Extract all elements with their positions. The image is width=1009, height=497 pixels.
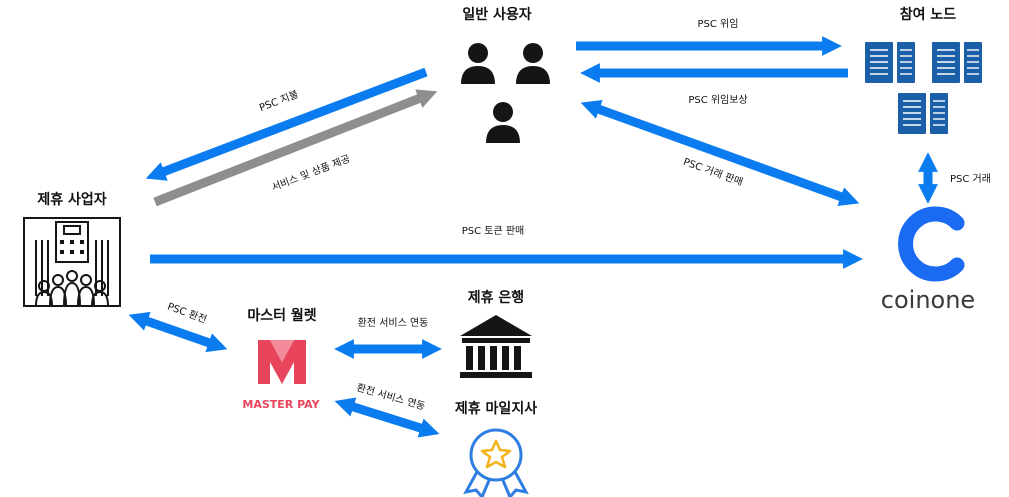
label-psc-delegation-reward: PSC 위임보상: [688, 93, 747, 106]
award-badge-icon: [463, 428, 529, 497]
title-partner-mileage: 제휴 마일지사: [455, 401, 537, 417]
arrow-exchange-mileage: [334, 397, 440, 438]
label-psc-payment: PSC 지불: [258, 88, 301, 114]
master-pay-logo-text: MASTER PAY: [242, 398, 320, 411]
server-rack-slots: [870, 49, 979, 126]
users-group-icon: [461, 43, 550, 143]
label-psc-exchange: PSC 환전: [166, 301, 209, 326]
title-partner-business: 제휴 사업자: [37, 192, 106, 208]
arrow-psc-payment: [145, 67, 428, 181]
label-psc-delegation: PSC 위임: [698, 17, 739, 30]
label-psc-token-sale: PSC 토큰 판매: [462, 225, 525, 237]
arrow-psc-trade-sale: [580, 100, 860, 206]
bank-icon: [460, 315, 532, 378]
title-partner-bank: 제휴 은행: [468, 290, 524, 306]
arrow-psc-exchange: [128, 311, 228, 353]
office-building-windows: [60, 240, 84, 254]
label-exchange-bank: 환전 서비스 연동: [358, 317, 429, 329]
title-participating-nodes: 참여 노드: [900, 6, 957, 23]
label-service-goods: 서비스 및 상품 제공: [270, 153, 352, 194]
coinone-logo-text: coinone: [881, 286, 975, 314]
title-general-users: 일반 사용자: [462, 6, 531, 23]
arrow-service-goods: [153, 89, 438, 207]
title-master-wallet: 마스터 월렛: [247, 307, 316, 324]
label-psc-trade: PSC 거래: [950, 173, 991, 185]
coinone-logo: coinone: [881, 206, 975, 314]
office-building-icon: [23, 217, 121, 307]
master-pay-logo: MASTER PAY: [242, 340, 321, 411]
